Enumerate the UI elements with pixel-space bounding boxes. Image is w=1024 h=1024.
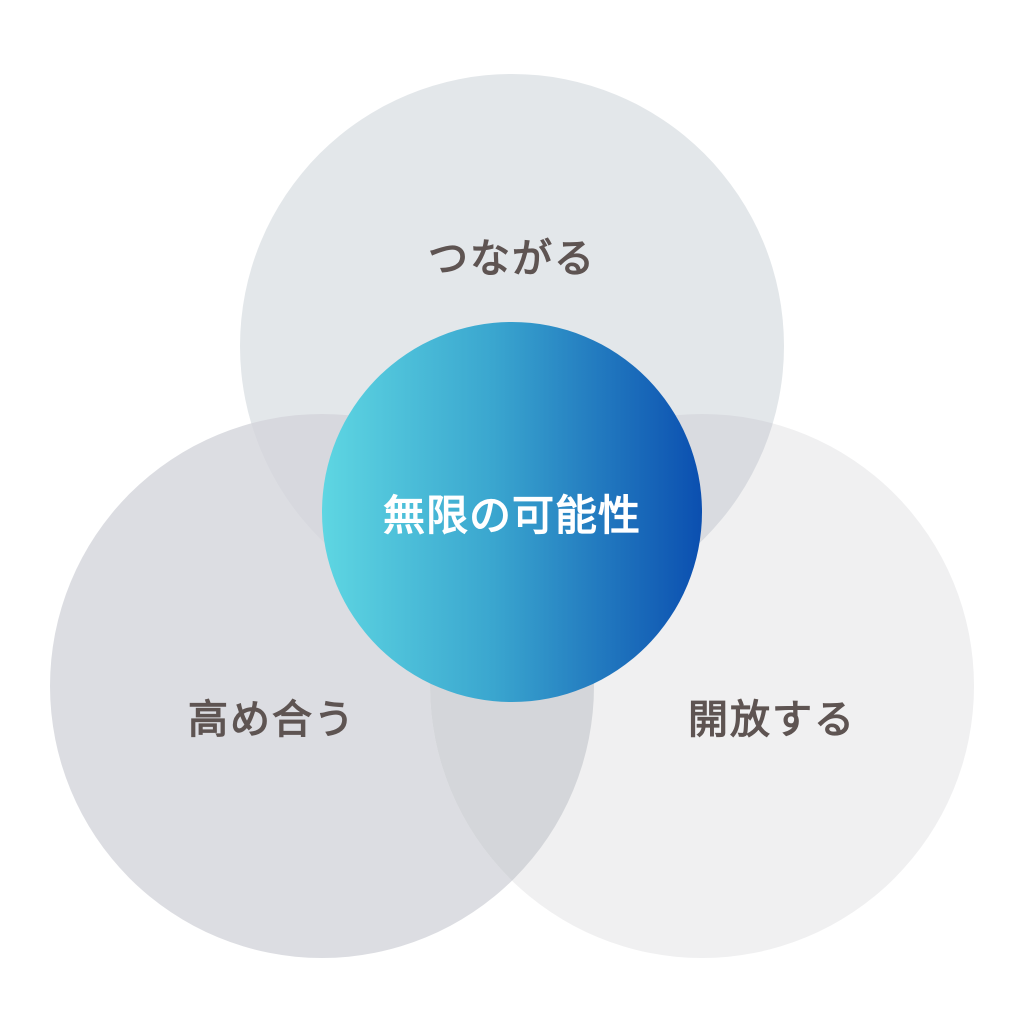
label-top: つながる <box>428 236 596 282</box>
label-left: 高め合う <box>188 697 356 743</box>
center-circle: 無限の可能性 <box>322 322 702 702</box>
center-circle-fill <box>322 322 702 702</box>
label-right: 開放する <box>688 697 856 743</box>
center-label: 無限の可能性 <box>382 490 641 540</box>
